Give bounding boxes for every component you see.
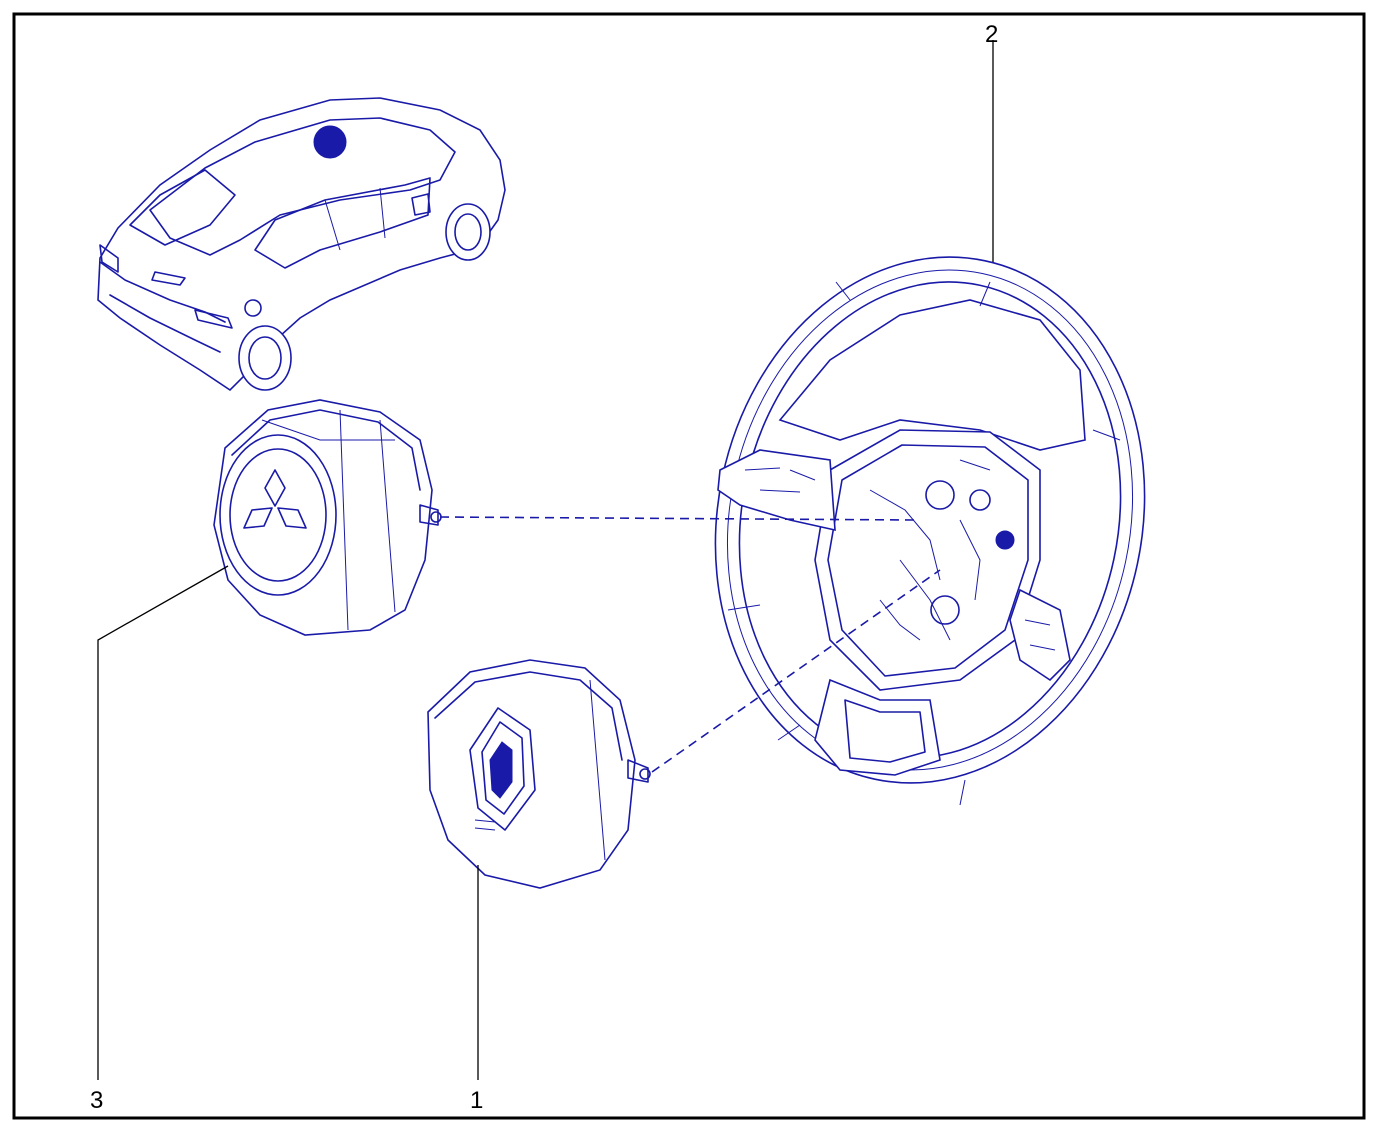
explode-line-airbag-1 [651,569,941,773]
steering-wheel-icon [714,256,1146,806]
explode-line-airbag-3 [439,516,916,521]
callout-3: 3 [90,1087,103,1114]
callout-2: 2 [985,21,998,48]
car-location-icon [97,97,506,392]
callout-1: 1 [470,1087,483,1114]
diagram-frame [12,12,1366,1120]
diamond-logo-airbag-icon [427,659,651,889]
leader-3 [97,565,229,1080]
three-diamond-logo-airbag-icon [213,399,442,636]
